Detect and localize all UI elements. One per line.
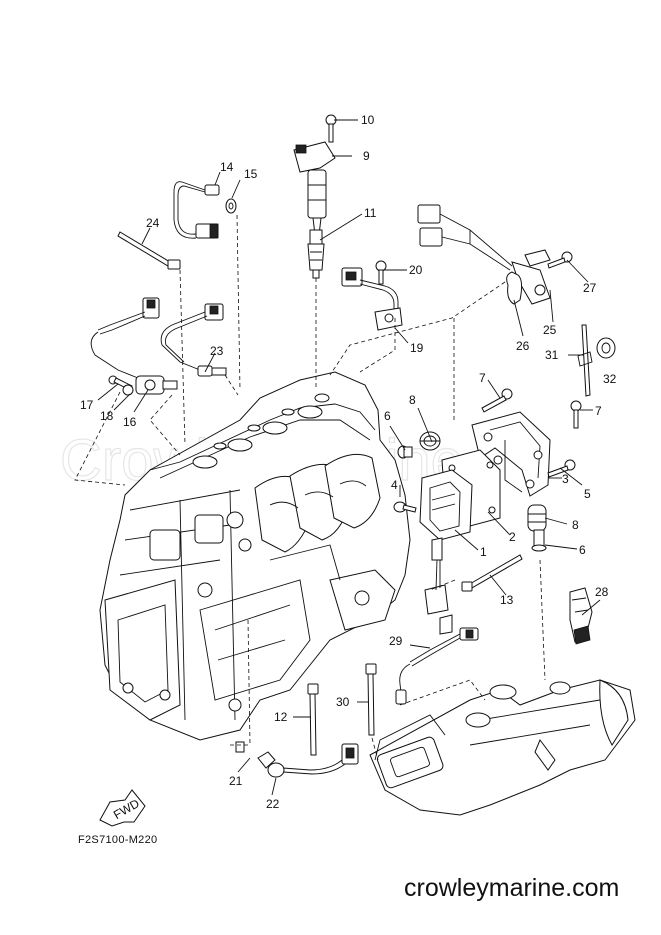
knock-sensor-21	[235, 741, 276, 769]
callout-10: 10	[361, 113, 375, 127]
callout-16: 16	[123, 415, 137, 429]
leader-lines	[97, 119, 601, 796]
bolt-4	[393, 501, 417, 513]
diagram-code: F2S7100-M220	[78, 834, 158, 846]
callout-24: 24	[146, 216, 160, 230]
callout-9: 9	[363, 149, 370, 163]
callout-8a: 8	[409, 393, 416, 407]
callout-27: 27	[583, 281, 597, 295]
callout-8b: 8	[572, 518, 579, 532]
sensor-29	[395, 627, 479, 705]
gasket-26	[506, 271, 523, 305]
sensor-harness-23	[160, 303, 227, 377]
cable-tie-24	[117, 231, 181, 270]
callout-25: 25	[543, 323, 557, 337]
harness-22	[267, 743, 359, 778]
mount-bracket-3	[471, 411, 551, 497]
gasket-15	[225, 198, 237, 214]
callout-20: 20	[409, 263, 423, 277]
callout-11: 11	[364, 206, 377, 220]
callout-numbers: 1 2 3 4 5 6 6 7 7 8 8 9 10 11 12 13 14 1…	[80, 113, 617, 811]
bolt-7b	[570, 400, 582, 429]
cable-tie-13	[461, 554, 523, 592]
callout-7b: 7	[595, 404, 602, 418]
gasket-18	[122, 384, 134, 396]
cable-tie-12	[307, 683, 319, 756]
callout-4: 4	[391, 478, 398, 492]
callout-28: 28	[595, 585, 609, 599]
callout-15: 15	[244, 167, 258, 181]
callout-3: 3	[562, 472, 569, 486]
collar-6b	[531, 529, 547, 552]
callout-29: 29	[389, 634, 403, 648]
callout-7a: 7	[479, 371, 486, 385]
callout-17: 17	[80, 398, 94, 412]
ecu-1	[419, 469, 473, 635]
cable-tie-30	[365, 663, 377, 736]
collar-6a	[397, 445, 413, 459]
callout-5: 5	[584, 487, 591, 501]
callout-13: 13	[500, 593, 514, 607]
spark-plug	[307, 229, 325, 279]
holder-28	[569, 587, 593, 645]
clamp-31	[577, 324, 593, 397]
sensor-harness-left	[90, 297, 178, 395]
callout-1: 1	[480, 545, 487, 559]
bolt-7a	[481, 388, 513, 413]
callout-22: 22	[266, 797, 280, 811]
exhaust-manifold	[369, 679, 636, 816]
callout-23: 23	[210, 344, 224, 358]
grommet-32	[596, 337, 616, 359]
damper-8a	[419, 431, 441, 451]
bolt-5	[547, 459, 576, 478]
callout-14: 14	[220, 160, 234, 174]
bolt-27	[547, 251, 573, 269]
callout-2: 2	[509, 530, 516, 544]
dashed-leaders	[74, 214, 546, 761]
bolt-10	[325, 114, 337, 143]
fwd-arrow-icon: FWD	[99, 789, 146, 827]
callout-6b: 6	[579, 543, 586, 557]
wire-harness-25	[417, 204, 551, 305]
callout-31: 31	[545, 348, 559, 362]
sensor-14-harness	[173, 181, 220, 239]
harness-19	[341, 267, 403, 331]
bolt-20	[375, 260, 387, 285]
callout-12: 12	[274, 710, 288, 724]
callout-26: 26	[516, 339, 530, 353]
callout-21: 21	[229, 774, 243, 788]
engine-block	[99, 371, 411, 741]
callout-6a: 6	[384, 409, 391, 423]
site-label: crowleymarine.com	[404, 874, 620, 902]
callout-18: 18	[100, 409, 114, 423]
damper-8b	[527, 504, 547, 532]
callout-30: 30	[336, 695, 350, 709]
ignition-coil	[293, 141, 336, 236]
callout-32: 32	[603, 372, 617, 386]
callout-19: 19	[410, 341, 424, 355]
